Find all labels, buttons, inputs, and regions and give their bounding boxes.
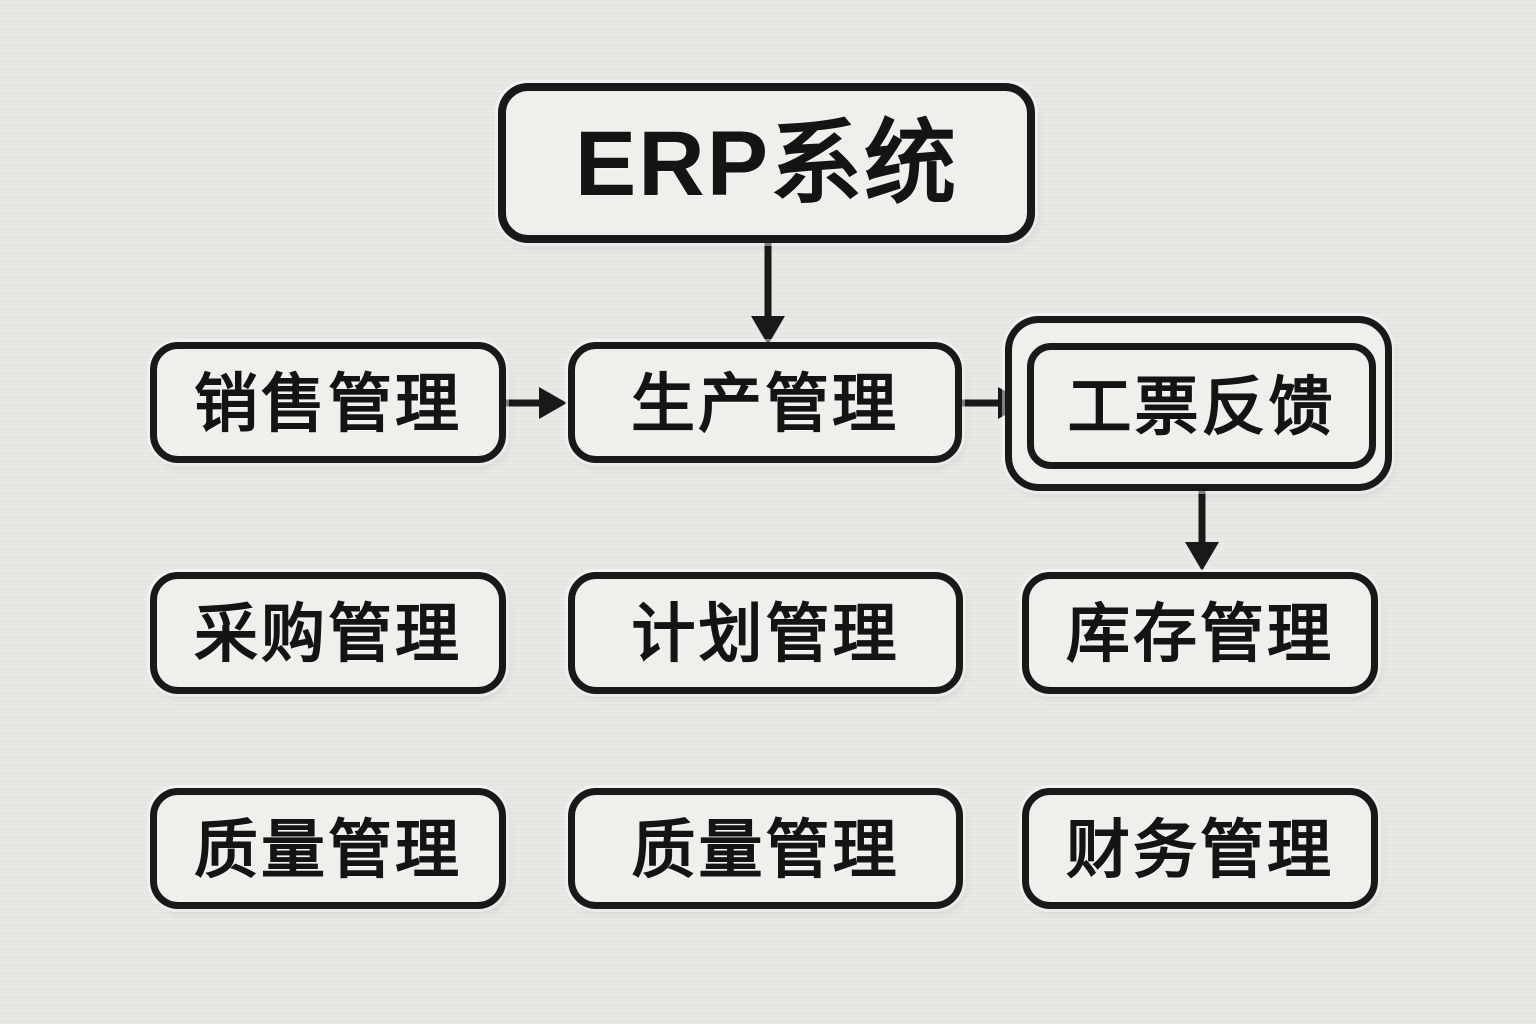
node-work-ticket-feedback: 工票反馈 [1005,316,1392,491]
node-erp-system: ERP系统 [498,83,1035,243]
node-label: 库存管理 [1066,598,1334,670]
arrowhead-down-icon [1185,542,1219,571]
node-label: 销售管理 [194,367,462,440]
node-label: 计划管理 [631,598,900,670]
node-label: 质量管理 [631,813,900,886]
node-label: 财务管理 [1066,813,1334,886]
node-label: 采购管理 [194,598,462,670]
arrowhead-right-icon [539,387,567,419]
node-work-ticket-feedback-inner: 工票反馈 [1027,343,1376,469]
node-inventory-management: 库存管理 [1022,572,1378,694]
node-label: 生产管理 [631,367,899,440]
connector-erp-to-production [751,241,785,345]
node-quality-management-center: 质量管理 [568,788,963,909]
connector-sales-to-production [503,387,567,419]
node-quality-management-left: 质量管理 [150,788,506,909]
node-label: ERP系统 [574,113,959,215]
arrowhead-down-icon [751,316,785,345]
node-planning-management: 计划管理 [568,572,963,694]
node-label: 质量管理 [194,813,462,886]
node-sales-management: 销售管理 [150,342,506,463]
node-purchasing-management: 采购管理 [150,572,506,694]
node-label: 工票反馈 [1067,371,1336,443]
node-finance-management: 财务管理 [1022,788,1378,909]
node-production-management: 生产管理 [568,342,962,463]
